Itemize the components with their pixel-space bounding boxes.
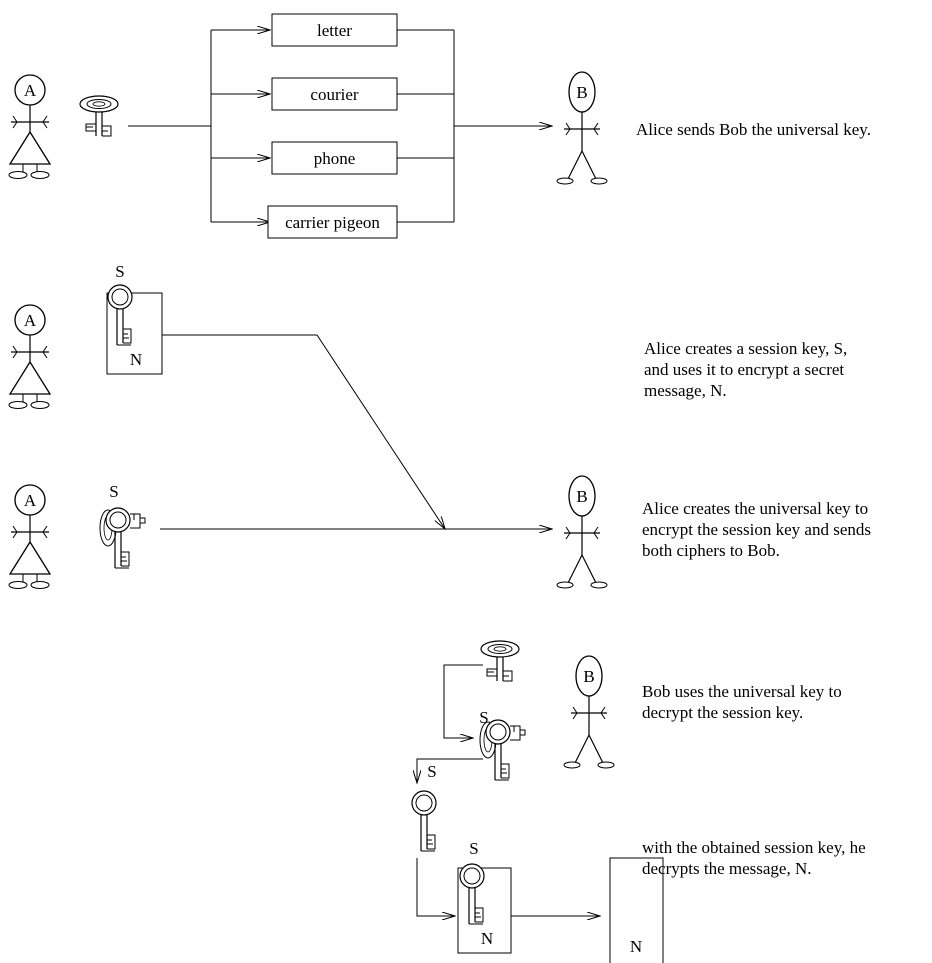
caption-line: and uses it to encrypt a secret bbox=[644, 360, 845, 379]
bob-figure: B bbox=[563, 655, 615, 769]
message-path-arrow bbox=[162, 334, 445, 529]
bob-label: B bbox=[576, 83, 587, 102]
session-key-label: S bbox=[115, 262, 124, 281]
step2-caption: Alice creates a session key, S, and uses… bbox=[644, 338, 847, 401]
channel-letter-box: letter bbox=[271, 13, 398, 47]
bob-label: B bbox=[583, 667, 594, 686]
channel-carrier-pigeon-box: carrier pigeon bbox=[267, 205, 398, 239]
decrypt-message-arrow bbox=[416, 858, 455, 916]
channel-phone-box: phone bbox=[271, 141, 398, 175]
message-label: N bbox=[481, 929, 493, 948]
decrypted-message-box bbox=[609, 857, 664, 963]
universal-key-icon bbox=[79, 95, 119, 137]
bob-figure: B bbox=[556, 475, 608, 589]
alice-label: A bbox=[24, 81, 37, 100]
decrypt-flow-arrow bbox=[443, 664, 483, 738]
decrypted-key-arrow bbox=[417, 758, 483, 783]
encrypted-session-key-icon bbox=[479, 719, 526, 781]
alice-figure: A bbox=[8, 74, 51, 180]
caption-line: message, N. bbox=[644, 381, 727, 400]
message-label: N bbox=[130, 350, 142, 369]
caption-line: both ciphers to Bob. bbox=[642, 541, 780, 560]
alice-label: A bbox=[24, 491, 37, 510]
channel-letter-label: letter bbox=[317, 21, 352, 40]
channel-courier-label: courier bbox=[310, 85, 358, 104]
alice-figure: A bbox=[8, 304, 51, 410]
alice-label: A bbox=[24, 311, 37, 330]
channel-carrier-pigeon-label: carrier pigeon bbox=[285, 213, 380, 232]
session-key-label: S bbox=[479, 708, 488, 727]
session-key-label: S bbox=[427, 762, 436, 781]
message-label: N bbox=[630, 937, 642, 956]
caption-line: Alice creates a session key, S, bbox=[644, 339, 848, 358]
session-key-label: S bbox=[469, 839, 478, 858]
universal-key-icon bbox=[480, 640, 520, 682]
step4-caption: Bob uses the universal key to decrypt th… bbox=[642, 681, 842, 723]
channel-connectors bbox=[128, 30, 552, 222]
caption-line: decrypts the message, N. bbox=[642, 859, 812, 878]
channel-phone-label: phone bbox=[314, 149, 356, 168]
caption-line: Alice creates the universal key to bbox=[642, 499, 869, 518]
alice-figure: A bbox=[8, 484, 51, 590]
caption-line: Bob uses the universal key to bbox=[642, 682, 842, 701]
bob-figure: B bbox=[556, 71, 608, 185]
caption-line: encrypt the session key and sends bbox=[642, 520, 871, 539]
caption-line: decrypt the session key. bbox=[642, 703, 804, 722]
step5-caption: with the obtained session key, he decryp… bbox=[642, 837, 866, 879]
caption-line: Alice sends Bob the universal key. bbox=[636, 120, 871, 139]
step3-caption: Alice creates the universal key to encry… bbox=[642, 498, 871, 561]
caption-line: with the obtained session key, he bbox=[642, 838, 866, 857]
encrypted-session-key-icon bbox=[99, 507, 146, 569]
channel-courier-box: courier bbox=[271, 77, 398, 111]
session-key-icon bbox=[411, 790, 437, 852]
bob-label: B bbox=[576, 487, 587, 506]
session-key-label: S bbox=[109, 482, 118, 501]
step1-caption: Alice sends Bob the universal key. bbox=[636, 119, 871, 140]
